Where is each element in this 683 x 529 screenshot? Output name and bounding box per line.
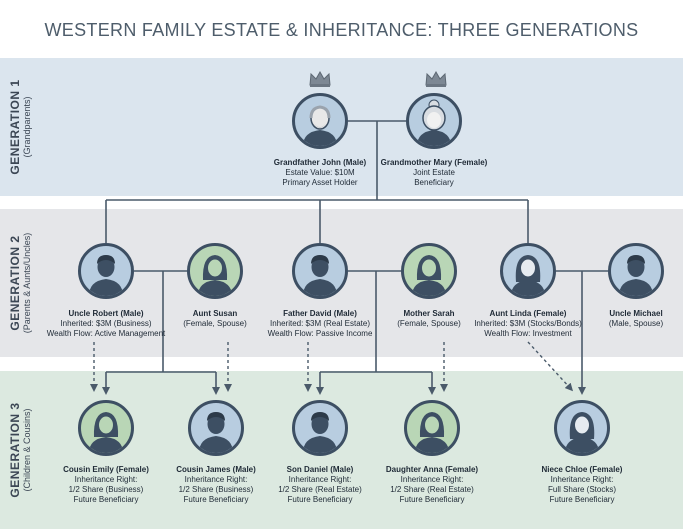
avatar-uncle-michael	[608, 243, 664, 299]
avatar-father-david	[292, 243, 348, 299]
label-mother-sarah: Mother Sarah (Female, Spouse)	[397, 309, 461, 328]
elderly-man-icon	[303, 105, 337, 146]
avatar-cousin-emily	[78, 400, 134, 456]
wealth-flow-linda-chloe	[527, 341, 574, 392]
avatar-uncle-robert	[78, 243, 134, 299]
man-icon	[303, 412, 337, 453]
label-cousin-james: Cousin James (Male) Inheritance Right: 1…	[176, 465, 256, 504]
label-son-daniel: Son Daniel (Male) Inheritance Right: 1/2…	[278, 465, 362, 504]
woman-icon	[415, 412, 449, 453]
avatar-mother-sarah	[401, 243, 457, 299]
label-uncle-michael: Uncle Michael (Male, Spouse)	[608, 309, 664, 328]
crown-icon	[309, 70, 331, 87]
label-grandfather-john: Grandfather John (Male) Estate Value: $1…	[273, 158, 367, 187]
label-aunt-susan: Aunt Susan (Female, Spouse)	[183, 309, 247, 328]
avatar-grandfather-john	[292, 93, 348, 149]
man-icon	[89, 255, 123, 296]
label-daughter-anna: Daughter Anna (Female) Inheritance Right…	[385, 465, 479, 504]
label-grandmother-mary: Grandmother Mary (Female) Joint Estate B…	[380, 158, 488, 187]
label-niece-chloe: Niece Chloe (Female) Inheritance Right: …	[541, 465, 623, 504]
woman-icon	[511, 255, 545, 296]
label-uncle-robert: Uncle Robert (Male) Inherited: $3M (Busi…	[46, 309, 166, 338]
woman-icon	[412, 255, 446, 296]
avatar-cousin-james	[188, 400, 244, 456]
woman-icon	[198, 255, 232, 296]
woman-icon	[565, 412, 599, 453]
woman-icon	[89, 412, 123, 453]
label-cousin-emily: Cousin Emily (Female) Inheritance Right:…	[63, 465, 149, 504]
avatar-daughter-anna	[404, 400, 460, 456]
man-icon	[619, 255, 653, 296]
avatar-aunt-linda	[500, 243, 556, 299]
avatar-niece-chloe	[554, 400, 610, 456]
crown-icon	[425, 70, 447, 87]
label-aunt-linda: Aunt Linda (Female) Inherited: $3M (Stoc…	[474, 309, 582, 338]
man-icon	[303, 255, 337, 296]
label-father-david: Father David (Male) Inherited: $3M (Real…	[267, 309, 373, 338]
avatar-son-daniel	[292, 400, 348, 456]
avatar-grandmother-mary	[406, 93, 462, 149]
elderly-woman-icon	[417, 99, 451, 146]
avatar-aunt-susan	[187, 243, 243, 299]
diagram-title: WESTERN FAMILY ESTATE & INHERITANCE: THR…	[44, 20, 639, 40]
man-icon	[199, 412, 233, 453]
